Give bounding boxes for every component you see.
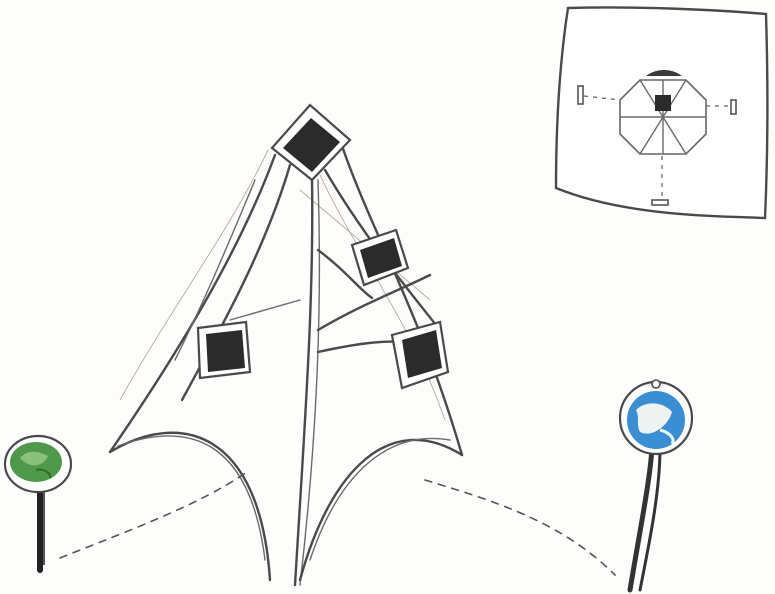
green-planet-icon (5, 436, 71, 570)
tether-lines (60, 470, 615, 575)
top-view-inset (556, 7, 767, 218)
panel-left (198, 322, 250, 378)
earth-globe-icon (620, 380, 692, 590)
panel-right-lower (392, 322, 448, 388)
panel-right-upper (352, 230, 408, 285)
panel-top (272, 105, 350, 180)
